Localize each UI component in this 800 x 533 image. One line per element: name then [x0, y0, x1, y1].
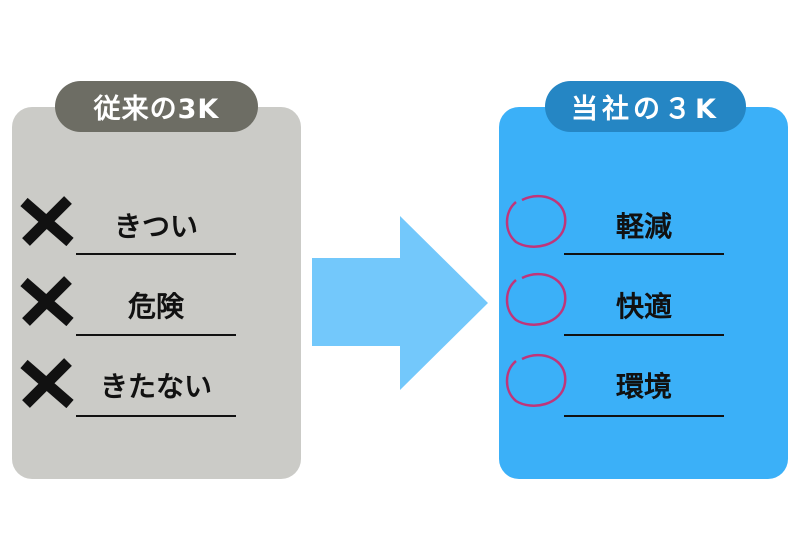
x-mark-icon — [20, 276, 74, 326]
circle-mark-icon — [505, 272, 567, 326]
left-item-label: 危険 — [127, 290, 184, 323]
right-item-underline — [564, 334, 724, 336]
company-3k-card — [499, 107, 788, 479]
right-item-underline — [564, 253, 724, 255]
right-item-label: 軽減 — [615, 210, 672, 243]
company-3k-title: 当社の３K — [545, 81, 746, 132]
right-item-underline — [564, 415, 724, 417]
x-mark-icon — [20, 358, 74, 408]
right-item-label: 環境 — [615, 370, 672, 403]
circle-mark-icon — [505, 353, 567, 407]
left-item-underline — [76, 253, 236, 255]
left-item-label: きたない — [99, 370, 212, 403]
left-item-label: きつい — [113, 210, 198, 243]
left-item-underline — [76, 334, 236, 336]
traditional-3k-title: 従来の3K — [55, 81, 258, 132]
left-item-underline — [76, 415, 236, 417]
right-arrow-icon — [312, 216, 488, 390]
right-item-label: 快適 — [615, 290, 672, 323]
circle-mark-icon — [505, 194, 567, 248]
x-mark-icon — [20, 196, 74, 246]
